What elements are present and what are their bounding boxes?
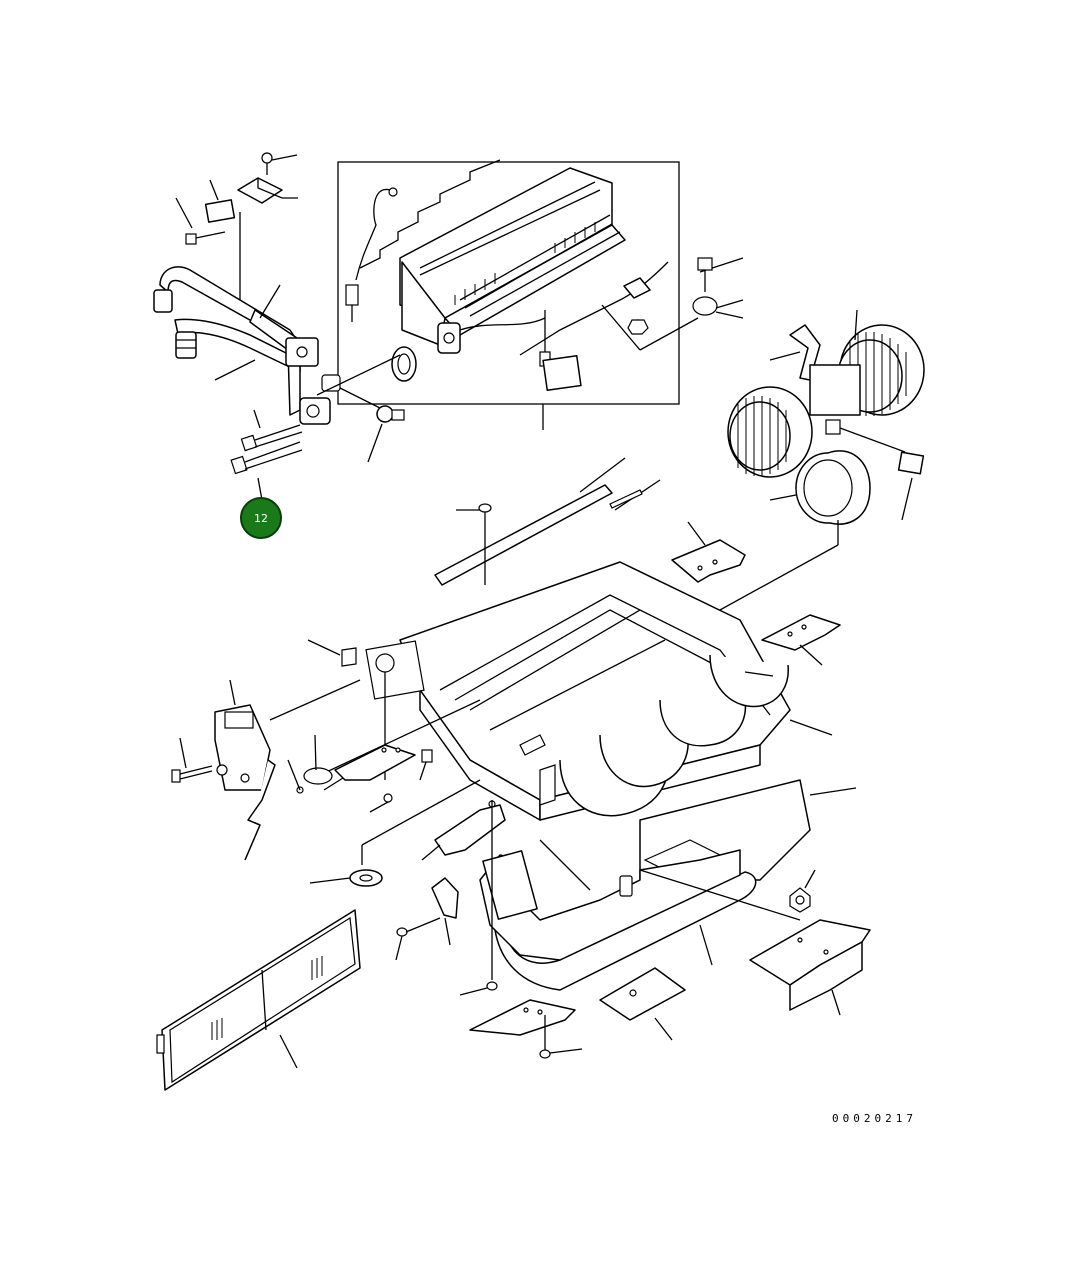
bottom-right-bracket [639,869,871,1016]
refrigerant-pipe-assembly [153,152,405,501]
evaporator-detail-box [337,159,699,430]
drain-pan [479,839,757,991]
damper-actuator [171,679,433,861]
lower-center-parts [156,779,686,1091]
blower-motor-assembly [679,257,925,633]
heater-housing [269,457,791,821]
callout-12[interactable]: 12 [240,497,282,539]
callout-number[interactable]: 12 [254,512,268,525]
drawing-number: 00020217 [832,1112,917,1125]
callout-circle[interactable] [240,497,282,539]
